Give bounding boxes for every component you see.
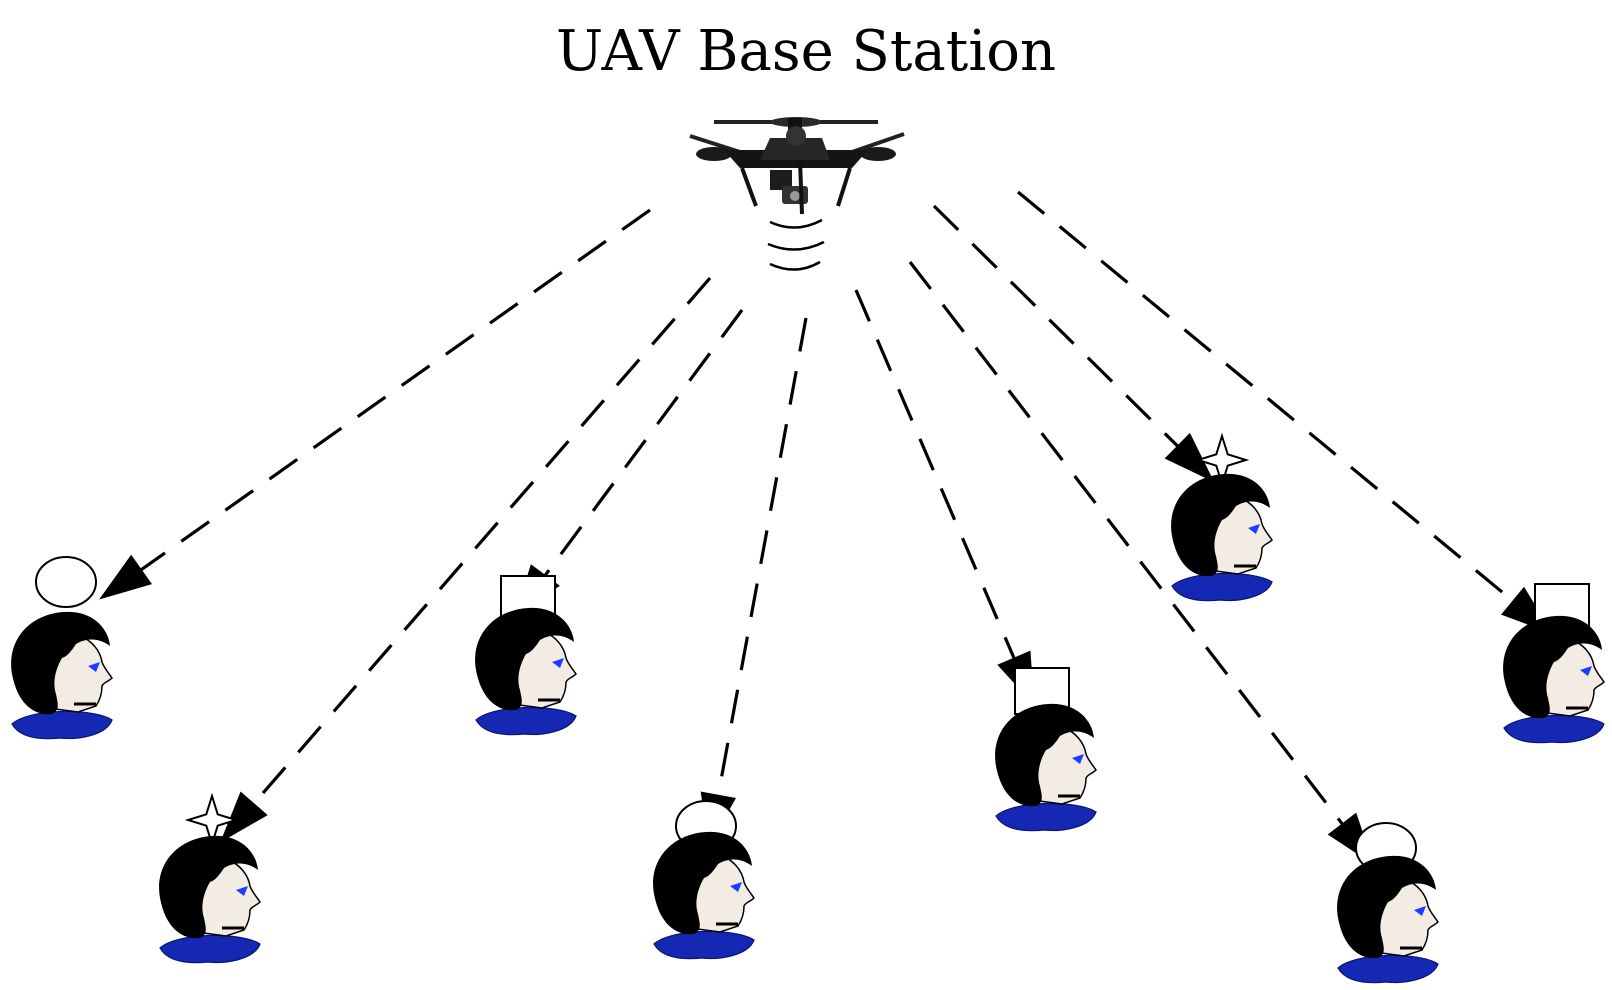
quadcopter-drone-icon <box>689 117 905 215</box>
user-head-icon <box>993 702 1098 833</box>
circle-marker-icon <box>35 556 97 608</box>
user-head-icon <box>1501 614 1606 745</box>
user-group <box>9 472 1606 985</box>
diagram-title: UAV Base Station <box>556 19 1056 84</box>
downlink-group <box>99 190 1553 865</box>
user-head-icon <box>473 606 578 737</box>
downlink-line-7 <box>908 261 1372 861</box>
user-head-icon <box>1169 472 1274 603</box>
downlink-line-3 <box>516 309 744 613</box>
arrowhead-2 <box>220 791 268 843</box>
downlink-line-6 <box>932 204 1212 480</box>
user-head-icon <box>1335 854 1440 985</box>
user-head-icon <box>157 834 262 965</box>
user-head-icon <box>651 830 756 961</box>
user-head-icon <box>9 610 114 741</box>
downlink-line-4 <box>708 317 808 841</box>
wireless-signal-icon <box>767 218 825 271</box>
downlink-line-8 <box>1016 190 1550 632</box>
downlink-line-5 <box>854 289 1034 701</box>
downlink-line-2 <box>222 276 712 840</box>
arrowhead-6 <box>1164 432 1215 483</box>
downlink-line-1 <box>103 208 651 598</box>
user-marker-group <box>35 432 1590 874</box>
arrowhead-1 <box>99 554 152 600</box>
